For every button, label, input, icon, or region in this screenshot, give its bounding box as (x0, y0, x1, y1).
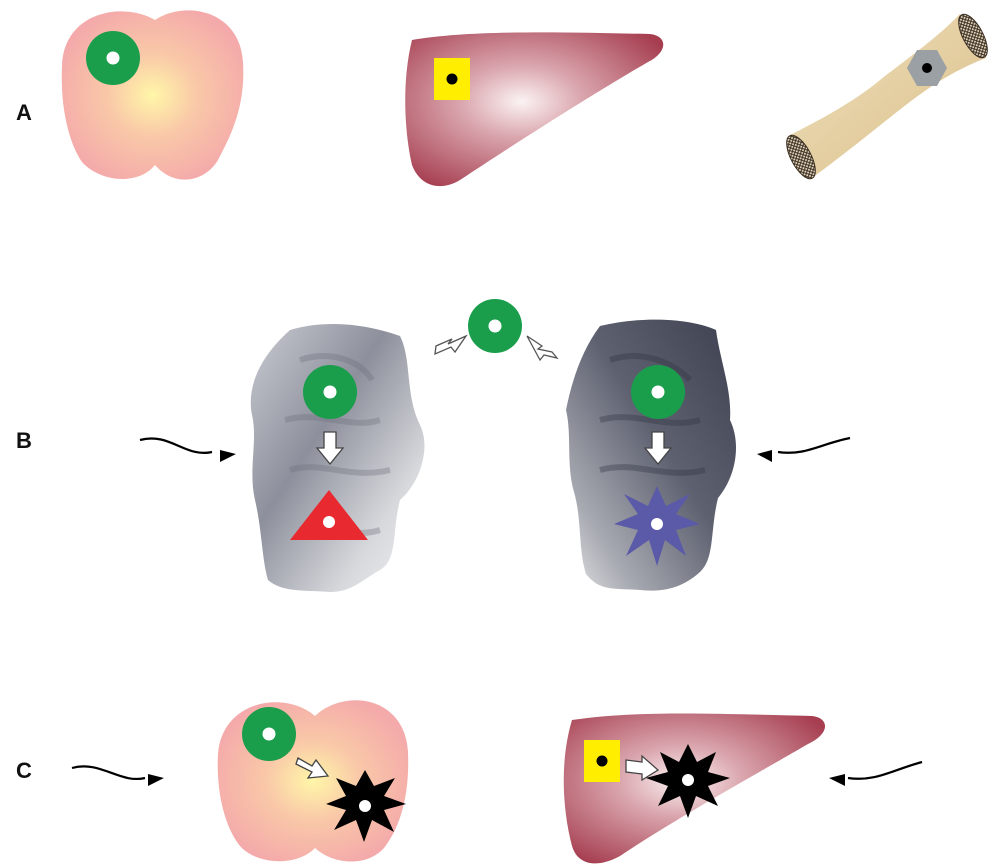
outline-arrow-left (435, 336, 466, 354)
panel-label-a: A (16, 100, 32, 125)
wavy-arrow-icon (829, 762, 922, 786)
tissue-niche-left (251, 324, 425, 592)
outline-arrow-right (527, 336, 557, 360)
kidney-organ-icon (62, 10, 244, 179)
yellow-square-cell-icon (584, 740, 620, 782)
green-ring-cell-icon (86, 31, 140, 85)
green-ring-cell-icon (303, 365, 357, 419)
yellow-square-cell-icon (434, 58, 470, 100)
green-ring-cell-icon (468, 299, 522, 353)
wavy-arrow-icon (757, 438, 850, 462)
green-ring-cell-icon (631, 365, 685, 419)
wavy-arrow-icon (72, 766, 164, 786)
liver-organ-icon (405, 32, 663, 186)
panel-label-c: C (16, 758, 32, 783)
green-ring-cell-icon (242, 707, 296, 761)
wavy-arrow-icon (140, 438, 236, 462)
bone-icon (781, 10, 993, 183)
panel-label-b: B (16, 428, 32, 453)
